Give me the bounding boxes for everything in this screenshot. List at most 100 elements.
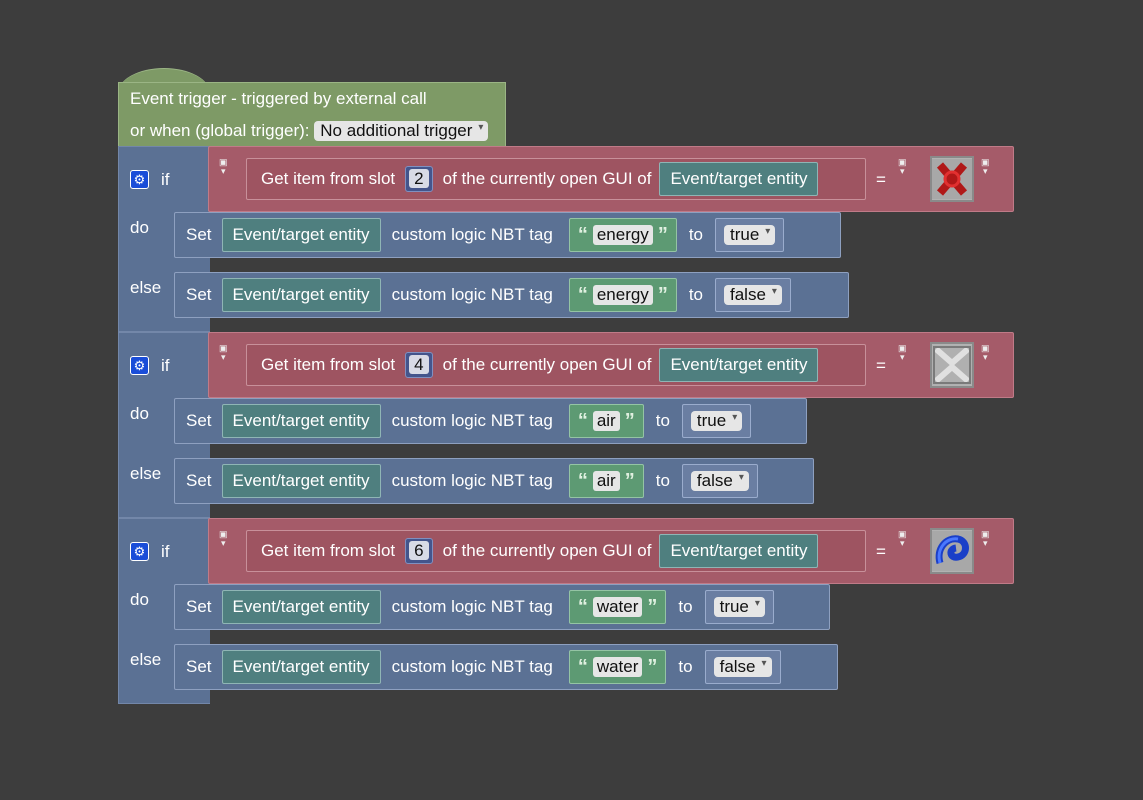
text-block[interactable]: “ air ” xyxy=(568,464,644,498)
trigger-dropdown[interactable]: No additional trigger xyxy=(314,118,489,141)
connector-icons: ▣▾ xyxy=(898,157,907,176)
boolean-dropdown[interactable]: false xyxy=(713,654,772,677)
set-label: Set xyxy=(186,471,212,490)
text-block[interactable]: “ energy ” xyxy=(568,218,677,252)
blue-swirl-item-icon[interactable] xyxy=(930,528,974,574)
connector-icons: ▣▾ xyxy=(898,529,907,548)
set-label: Set xyxy=(186,411,212,430)
get-item-prefix: Get item from slot xyxy=(261,355,396,374)
boolean-block[interactable]: true xyxy=(715,218,785,252)
slot-number-field[interactable]: 4 xyxy=(405,352,433,378)
get-item-block[interactable]: Get item from slot 6 of the currently op… xyxy=(246,530,866,572)
red-x-item-icon[interactable] xyxy=(930,156,974,202)
text-block[interactable]: “ water ” xyxy=(568,650,667,684)
nbt-tag-name[interactable]: energy xyxy=(592,285,653,305)
gear-icon[interactable]: ⚙ xyxy=(130,170,149,189)
set-label: Set xyxy=(186,597,212,616)
entity-block[interactable]: Event/target entity xyxy=(659,162,819,196)
text-block[interactable]: “ water ” xyxy=(568,590,667,624)
text-block[interactable]: “ air ” xyxy=(568,404,644,438)
connector-icons: ▣▾ xyxy=(219,343,228,362)
boolean-block[interactable]: false xyxy=(715,278,791,312)
nbt-tag-name[interactable]: air xyxy=(592,471,620,491)
nbt-tag-name[interactable]: water xyxy=(592,657,643,677)
open-quote-icon: “ xyxy=(577,409,588,432)
equals-label: = xyxy=(876,356,886,375)
entity-block[interactable]: Event/target entity xyxy=(221,464,381,498)
set-nbt-block[interactable]: Set Event/target entity custom logic NBT… xyxy=(174,584,830,630)
open-quote-icon: “ xyxy=(577,223,588,246)
close-quote-icon: ” xyxy=(624,409,635,432)
else-label: else xyxy=(130,278,162,297)
to-label: to xyxy=(688,285,703,304)
connector-icons: ▣▾ xyxy=(981,529,990,548)
get-item-suffix: of the currently open GUI of xyxy=(442,541,652,560)
nbt-tag-name[interactable]: air xyxy=(592,411,620,431)
to-label: to xyxy=(655,471,670,490)
close-quote-icon: ” xyxy=(647,655,658,678)
close-quote-icon: ” xyxy=(657,223,668,246)
entity-block[interactable]: Event/target entity xyxy=(659,534,819,568)
grey-x-item-icon xyxy=(932,345,972,385)
set-nbt-block[interactable]: Set Event/target entity custom logic NBT… xyxy=(174,644,838,690)
slot-number-value[interactable]: 4 xyxy=(409,355,429,374)
set-label: Set xyxy=(186,657,212,676)
if-label: if xyxy=(161,356,170,375)
gear-icon[interactable]: ⚙ xyxy=(130,542,149,561)
entity-block[interactable]: Event/target entity xyxy=(221,218,381,252)
entity-block[interactable]: Event/target entity xyxy=(221,404,381,438)
set-nbt-block[interactable]: Set Event/target entity custom logic NBT… xyxy=(174,458,814,504)
gear-icon[interactable]: ⚙ xyxy=(130,356,149,375)
boolean-dropdown[interactable]: true xyxy=(724,222,776,245)
boolean-block[interactable]: true xyxy=(681,404,752,438)
slot-number-field[interactable]: 2 xyxy=(405,166,433,192)
slot-number-value[interactable]: 6 xyxy=(409,541,429,560)
get-item-suffix: of the currently open GUI of xyxy=(442,355,652,374)
boolean-dropdown[interactable]: false xyxy=(690,468,749,491)
set-nbt-block[interactable]: Set Event/target entity custom logic NBT… xyxy=(174,212,841,258)
set-nbt-block[interactable]: Set Event/target entity custom logic NBT… xyxy=(174,272,849,318)
close-quote-icon: ” xyxy=(624,469,635,492)
boolean-block[interactable]: false xyxy=(681,464,758,498)
equals-label: = xyxy=(876,542,886,561)
boolean-dropdown[interactable]: true xyxy=(690,408,743,431)
to-label: to xyxy=(678,657,693,676)
get-item-prefix: Get item from slot xyxy=(261,541,396,560)
entity-block[interactable]: Event/target entity xyxy=(221,590,381,624)
boolean-dropdown[interactable]: false xyxy=(724,282,782,305)
do-label: do xyxy=(130,590,149,609)
nbt-label: custom logic NBT tag xyxy=(391,471,553,490)
slot-number-field[interactable]: 6 xyxy=(405,538,433,564)
if-label: if xyxy=(161,170,170,189)
set-nbt-block[interactable]: Set Event/target entity custom logic NBT… xyxy=(174,398,807,444)
if-label: if xyxy=(161,542,170,561)
connector-icons: ▣▾ xyxy=(219,529,228,548)
slot-number-value[interactable]: 2 xyxy=(409,169,429,188)
to-label: to xyxy=(678,597,693,616)
set-label: Set xyxy=(186,285,212,304)
get-item-block[interactable]: Get item from slot 4 of the currently op… xyxy=(246,344,866,386)
to-label: to xyxy=(688,225,703,244)
open-quote-icon: “ xyxy=(577,283,588,306)
connector-icons: ▣▾ xyxy=(219,157,228,176)
grey-x-item-icon[interactable] xyxy=(930,342,974,388)
open-quote-icon: “ xyxy=(577,655,588,678)
text-block[interactable]: “ energy ” xyxy=(568,278,677,312)
boolean-block[interactable]: true xyxy=(704,590,774,624)
event-trigger-label: or when (global trigger): xyxy=(130,121,310,140)
nbt-label: custom logic NBT tag xyxy=(391,657,553,676)
boolean-block[interactable]: false xyxy=(704,650,781,684)
do-label: do xyxy=(130,218,149,237)
boolean-dropdown[interactable]: true xyxy=(713,594,765,617)
get-item-suffix: of the currently open GUI of xyxy=(442,169,652,188)
nbt-tag-name[interactable]: energy xyxy=(592,225,653,245)
entity-block[interactable]: Event/target entity xyxy=(221,650,381,684)
do-label: do xyxy=(130,404,149,423)
entity-block[interactable]: Event/target entity xyxy=(659,348,819,382)
event-subtitle: or when (global trigger): No additional … xyxy=(130,118,489,141)
nbt-tag-name[interactable]: water xyxy=(592,597,643,617)
entity-block[interactable]: Event/target entity xyxy=(221,278,381,312)
get-item-block[interactable]: Get item from slot 2 of the currently op… xyxy=(246,158,866,200)
event-trigger-block[interactable]: Event trigger - triggered by external ca… xyxy=(118,82,506,146)
to-label: to xyxy=(655,411,670,430)
